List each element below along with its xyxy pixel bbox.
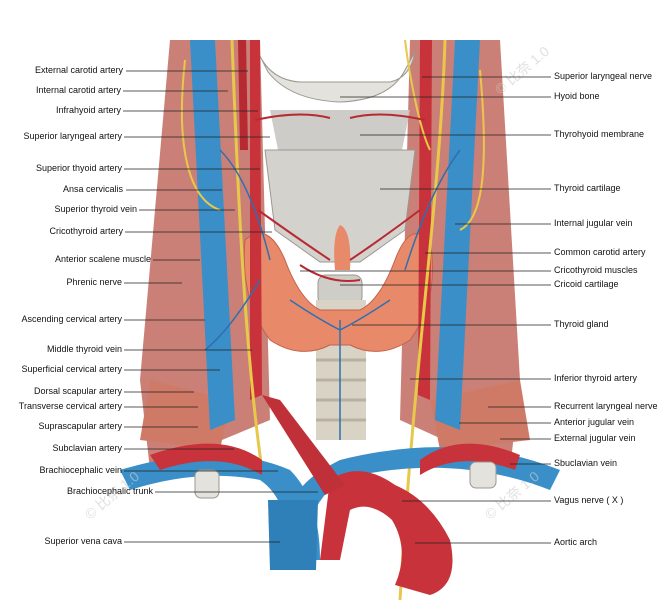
- label-sbuclavian-vein: Sbuclavian vein: [554, 458, 618, 468]
- label-internal-jugular-vein: Internal jugular vein: [554, 218, 633, 228]
- label-superficial-cervical-artery: Superficial cervical artery: [21, 364, 122, 374]
- label-ansa-cervicalis: Ansa cervicalis: [62, 184, 123, 194]
- thyroid-veins: [204, 149, 461, 440]
- label-superior-vena-cava: Superior vena cava: [44, 536, 122, 546]
- right-common-carotid: [418, 40, 432, 400]
- label-superior-laryngeal-artery: Superior laryngeal artery: [23, 131, 122, 141]
- thyroid-gland: [243, 232, 433, 352]
- label-hyoid-bone: Hyoid bone: [554, 91, 600, 101]
- left-shoulder-muscle: [140, 380, 230, 450]
- label-external-jugular-vein: External jugular vein: [554, 433, 636, 443]
- right-internal-jugular: [435, 40, 480, 430]
- superior-vena-cava: [268, 500, 318, 570]
- label-brachiocephalic-vein: Brachiocephalic vein: [39, 465, 122, 475]
- label-thyrohyoid-membrane: Thyrohyoid membrane: [554, 129, 645, 139]
- label-common-carotid-artery: Common carotid artery: [554, 247, 646, 257]
- left-brachiocephalic-vein: [120, 455, 320, 560]
- right-clavicle: [469, 461, 497, 489]
- label-suprascapular-artery: Suprascapular artery: [38, 421, 122, 431]
- label-anterior-jugular-vein: Anterior jugular vein: [554, 417, 635, 427]
- left-clavicle: [194, 469, 220, 499]
- left-common-carotid: [250, 40, 262, 400]
- label-phrenic-nerve: Phrenic nerve: [66, 277, 122, 287]
- label-inferior-thyroid-artery: Inferior thyroid artery: [554, 373, 638, 383]
- thyrohyoid-membrane: [270, 110, 410, 160]
- label-thyroid-gland: Thyroid gland: [554, 319, 609, 329]
- pyramidal-lobe: [334, 225, 351, 270]
- left-cervical-nerve: [180, 59, 221, 211]
- right-laryngeal-nerve: [404, 39, 431, 151]
- label-cricoid-cartilage: Cricoid cartilage: [554, 279, 619, 289]
- label-thyroid-cartilage: Thyroid cartilage: [554, 183, 621, 193]
- brachiocephalic-trunk: [262, 395, 345, 495]
- leader-lines: [123, 70, 551, 544]
- label-middle-thyroid-vein: Middle thyroid vein: [46, 344, 122, 354]
- aortic-arch: [320, 471, 453, 595]
- label-ascending-cervical-artery: Ascending cervical artery: [21, 314, 122, 324]
- label-superior-thyroid-vein: Superior thyroid vein: [54, 204, 137, 214]
- label-external-carotid-artery: External carotid artery: [34, 65, 123, 75]
- hyoid-bone: [257, 51, 416, 103]
- label-subclavian-artery: Subclavian artery: [52, 443, 122, 453]
- thyroid-arteries: [254, 113, 426, 282]
- right-subclavian-artery: [420, 443, 520, 475]
- label-superior-thyoid-artery: Superior thyoid artery: [35, 163, 122, 173]
- label-internal-carotid-artery: Internal carotid artery: [35, 85, 121, 95]
- label-brachiocephalic-trunk: Brachiocephalic trunk: [66, 486, 153, 496]
- label-superior-laryngeal-nerve: Superior laryngeal nerve: [554, 71, 653, 81]
- external-carotid: [238, 40, 248, 150]
- label-infrahyoid-artery: Infrahyoid artery: [55, 105, 121, 115]
- label-transverse-cervical-artery: Transverse cervical artery: [18, 401, 122, 411]
- label-dorsal-scapular-artery: Dorsal scapular artery: [33, 386, 122, 396]
- label-anterior-scalene-muscle: Anterior scalene muscle: [54, 254, 151, 264]
- left-vagus: [230, 39, 264, 471]
- label-cricothyroid-artery: Cricothyroid artery: [49, 226, 123, 236]
- label-recurrent-laryngeal-nerve: Recurrent laryngeal nerve: [554, 401, 658, 411]
- label-vagus-nerve: Vagus nerve ( X ): [554, 495, 624, 505]
- left-subclavian-artery: [150, 443, 262, 475]
- right-cervical-nerve: [459, 69, 485, 231]
- label-aortic-arch: Aortic arch: [554, 537, 598, 547]
- label-cricothyroid-muscles: Cricothyroid muscles: [554, 265, 638, 275]
- thyroid-cartilage: [264, 149, 416, 263]
